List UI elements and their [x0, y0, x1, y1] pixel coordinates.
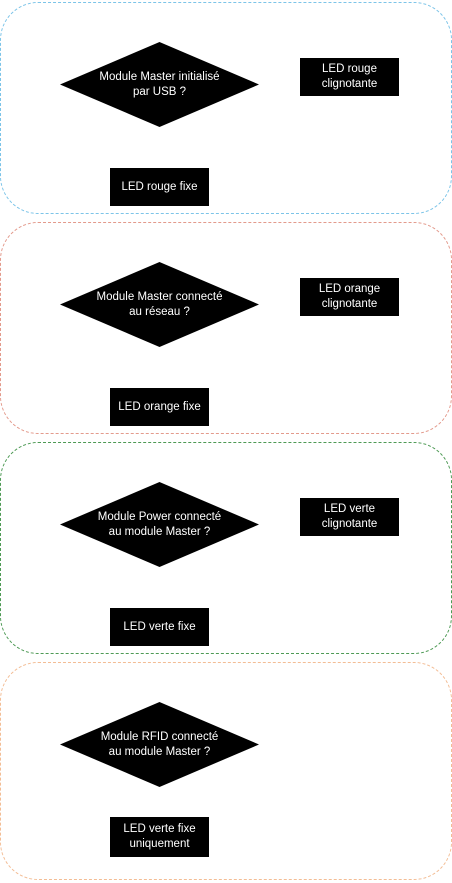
decision-label: Module Master connecté au réseau ?: [96, 290, 223, 318]
decision-diamond-shape: [60, 262, 259, 347]
decision-label: Module RFID connecté au module Master ?: [100, 730, 219, 758]
led-green-blinking: LED verte clignotante: [300, 498, 399, 536]
led-orange-blinking: LED orange clignotante: [300, 278, 399, 316]
decision-label: Module Power connecté au module Master ?: [97, 510, 222, 538]
decision-master-network: Module Master connecté au réseau ?: [60, 262, 259, 347]
led-green-fixed-only: LED verte fixe uniquement: [110, 817, 209, 857]
led-red-blinking: LED rouge clignotante: [300, 58, 399, 96]
decision-master-usb: Module Master initialisé par USB ?: [60, 42, 259, 127]
decision-power-module: Module Power connecté au module Master ?: [60, 482, 259, 567]
led-red-fixed: LED rouge fixe: [110, 168, 209, 206]
decision-diamond-shape: [60, 702, 259, 787]
decision-diamond-shape: [60, 42, 259, 127]
decision-rfid-module: Module RFID connecté au module Master ?: [60, 702, 259, 787]
decision-label: Module Master initialisé par USB ?: [99, 70, 220, 98]
decision-diamond-shape: [60, 482, 259, 567]
led-orange-fixed: LED orange fixe: [110, 388, 209, 426]
led-green-fixed: LED verte fixe: [110, 608, 209, 646]
